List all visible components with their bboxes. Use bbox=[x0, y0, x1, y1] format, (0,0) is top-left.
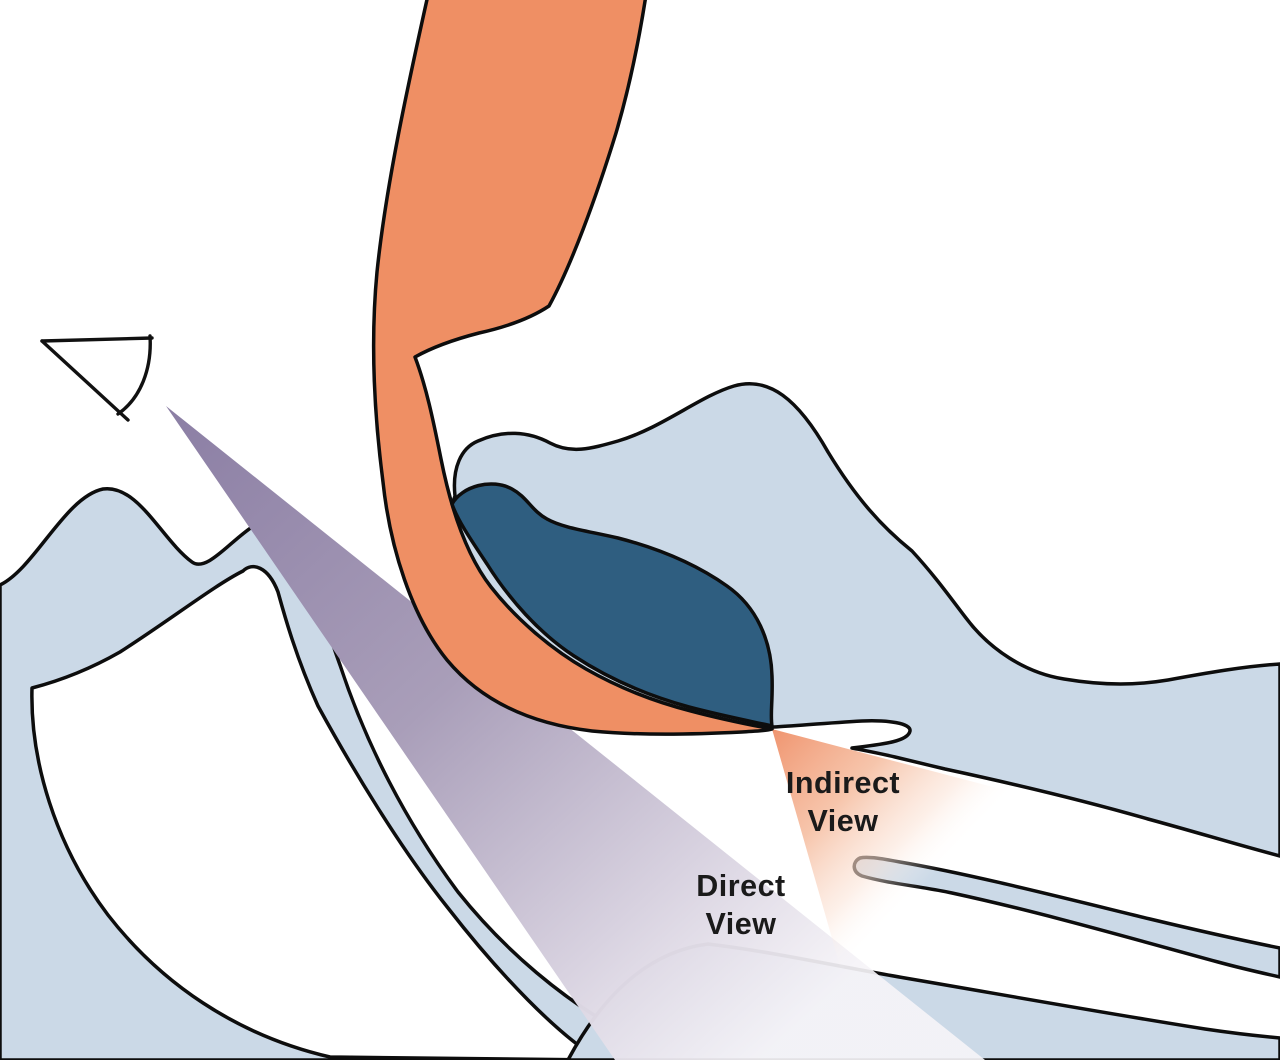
indirect-view-label-line1: Indirect bbox=[786, 766, 900, 800]
indirect-view-label-line2: View bbox=[808, 804, 879, 838]
epiglottis-shape bbox=[450, 482, 774, 728]
view-labels: Indirect View Direct View bbox=[696, 766, 900, 941]
direct-view-beam bbox=[166, 406, 985, 1060]
indirect-view-beam bbox=[772, 729, 1012, 973]
direct-view-label-line2: View bbox=[706, 907, 777, 941]
direct-view-label-line1: Direct bbox=[696, 869, 785, 903]
tongue-shape bbox=[371, 0, 774, 736]
eye-icon bbox=[40, 334, 154, 422]
jaw-space-shape bbox=[30, 565, 602, 1060]
